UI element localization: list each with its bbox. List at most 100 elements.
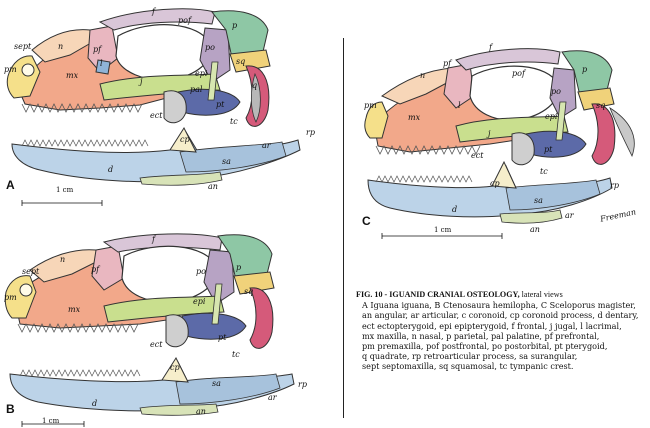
skull-b-frontal bbox=[102, 233, 223, 253]
label-a-tc: tc bbox=[230, 117, 238, 126]
caption-line-6: q quadrate, rp retroarticular process, s… bbox=[362, 351, 578, 362]
label-a-epi: epi bbox=[195, 69, 208, 78]
figure-caption: FIG. 10 - IGUANID CRANIAL OSTEOLOGY, lat… bbox=[356, 290, 648, 372]
label-a-pm: pm bbox=[4, 65, 17, 74]
skull-c-teeth bbox=[375, 145, 481, 155]
label-b-sq: sq bbox=[244, 287, 254, 296]
skull-c-premaxilla bbox=[364, 101, 389, 139]
label-a-rp: rp bbox=[306, 128, 315, 137]
label-a-ect: ect bbox=[150, 111, 163, 120]
panel-divider bbox=[343, 38, 344, 418]
label-c-sq: sq bbox=[596, 101, 606, 110]
skull-c-quadrate bbox=[591, 103, 616, 165]
skull-c-frontal bbox=[455, 48, 561, 71]
label-c-pm: pm bbox=[364, 101, 377, 110]
label-c-pof: pof bbox=[512, 69, 525, 78]
skull-c-ectopterygoid bbox=[511, 132, 535, 166]
label-b-f: f bbox=[152, 235, 155, 244]
label-b-cp: cp bbox=[170, 363, 180, 372]
mandible-b-angular bbox=[139, 403, 219, 416]
label-c-mx: mx bbox=[408, 113, 421, 122]
skull-c-jugal bbox=[455, 115, 569, 143]
skull-b-illustration bbox=[4, 233, 295, 427]
scale-label-c: 1 cm bbox=[434, 226, 452, 234]
skull-b-naris bbox=[19, 283, 33, 297]
skull-b-epipterygoid bbox=[211, 283, 223, 325]
label-a-sa: sa bbox=[222, 157, 231, 166]
label-a-mx: mx bbox=[66, 71, 79, 80]
label-a-an: an bbox=[208, 182, 218, 191]
label-b-ect: ect bbox=[150, 340, 163, 349]
label-a-j: j bbox=[140, 77, 143, 86]
mandible-c-teeth bbox=[375, 175, 473, 183]
skull-c-squamosal bbox=[577, 87, 615, 111]
caption-title: FIG. 10 - IGUANID CRANIAL OSTEOLOGY, lat… bbox=[356, 290, 648, 300]
label-a-n: n bbox=[58, 42, 64, 51]
skull-b-jugal bbox=[103, 295, 225, 323]
caption-line-1: A Iguana iguana, B Ctenosaura hemilopha,… bbox=[362, 300, 636, 311]
label-b-sa: sa bbox=[212, 379, 221, 388]
label-a-po: po bbox=[205, 43, 215, 52]
caption-line-5: pm premaxilla, pof postfrontal, po posto… bbox=[362, 341, 608, 352]
label-c-po: po bbox=[551, 87, 561, 96]
mandible-c-angular bbox=[499, 209, 563, 224]
label-b-sept: sept bbox=[22, 267, 40, 276]
caption-title-rest: lateral views bbox=[519, 290, 563, 299]
label-a-sept: sept bbox=[14, 42, 32, 51]
skull-a-squamosal bbox=[229, 49, 271, 73]
skull-b-pterygoid bbox=[181, 312, 247, 340]
label-a-pf: pf bbox=[93, 45, 102, 54]
scale-label-a: 1 cm bbox=[56, 186, 74, 194]
label-b-pt: pt bbox=[218, 333, 227, 342]
caption-line-7: sept septomaxilla, sq squamosal, tc tymp… bbox=[362, 361, 574, 372]
label-a-d: d bbox=[108, 165, 114, 174]
label-a-sq: sq bbox=[236, 57, 246, 66]
skull-a-tympanic bbox=[250, 72, 261, 123]
label-a-ar: ar bbox=[262, 141, 271, 150]
caption-line-4: mx maxilla, n nasal, p parietal, pal pal… bbox=[362, 330, 600, 341]
skull-a-illustration bbox=[6, 8, 301, 206]
label-b-rp: rp bbox=[298, 380, 307, 389]
skull-a-epipterygoid bbox=[207, 61, 219, 101]
skull-c-tympanic bbox=[609, 107, 635, 158]
label-b-epi: epi bbox=[193, 297, 206, 306]
skull-b-nasal bbox=[29, 249, 101, 283]
skull-c-postorbital bbox=[549, 67, 577, 119]
skull-b-squamosal bbox=[233, 271, 275, 295]
label-b-d: d bbox=[92, 399, 98, 408]
label-b-pm: pm bbox=[4, 293, 17, 302]
label-a-l: l bbox=[100, 59, 103, 68]
skull-c-pterygoid bbox=[525, 130, 587, 158]
skull-a-frontal bbox=[98, 8, 216, 31]
scale-label-b: 1 cm bbox=[42, 417, 60, 425]
label-a-q: q bbox=[252, 81, 258, 90]
label-a-pal: pal bbox=[190, 85, 203, 94]
skull-b-ectopterygoid bbox=[165, 314, 189, 348]
label-c-n: n bbox=[420, 71, 426, 80]
label-a-cp: cp bbox=[180, 135, 190, 144]
skull-a-nasal bbox=[31, 29, 97, 63]
mandible-a-surangular bbox=[179, 141, 287, 173]
caption-title-bold: FIG. 10 - IGUANID CRANIAL OSTEOLOGY, bbox=[356, 290, 520, 299]
label-b-n: n bbox=[60, 255, 66, 264]
label-a-pof: pof bbox=[178, 16, 191, 25]
mandible-c-coronoid bbox=[491, 160, 517, 189]
label-b-po: po bbox=[196, 267, 206, 276]
skull-a-teeth bbox=[21, 103, 143, 113]
caption-line-3: ect ectopterygoid, epi epipterygoid, f f… bbox=[362, 320, 622, 331]
skull-c-illustration bbox=[364, 48, 635, 239]
label-c-epi: epi bbox=[545, 112, 558, 121]
mandible-c-surangular bbox=[505, 179, 601, 211]
panel-letter-c: C bbox=[362, 214, 371, 228]
skull-b-teeth bbox=[17, 323, 139, 333]
mandible-a-teeth bbox=[21, 139, 149, 147]
skull-a-naris bbox=[21, 63, 35, 77]
mandible-b-surangular bbox=[175, 373, 281, 405]
mandible-a-angular bbox=[139, 171, 223, 186]
label-c-l: l bbox=[458, 101, 461, 110]
label-c-d: d bbox=[452, 205, 458, 214]
label-c-ar: ar bbox=[565, 211, 574, 220]
label-b-tc: tc bbox=[232, 350, 240, 359]
mandible-a-coronoid bbox=[169, 126, 197, 153]
caption-line-2: an angular, ar articular, c coronoid, cp… bbox=[362, 310, 639, 321]
